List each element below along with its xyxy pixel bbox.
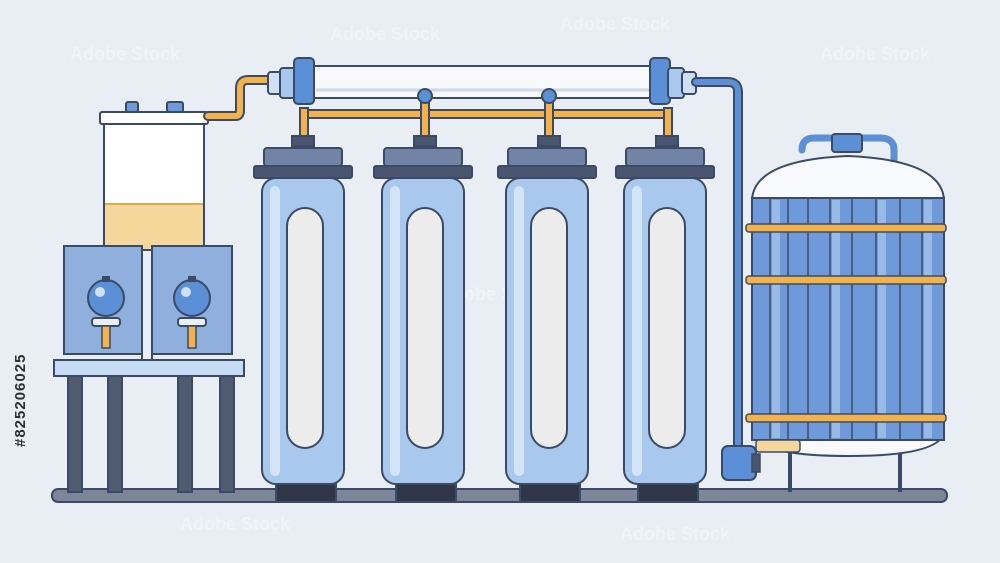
storage-tank: [745, 133, 947, 492]
filter-housing-4: [615, 147, 715, 503]
manifold-bar: [291, 88, 679, 147]
svg-text:Adobe Stock: Adobe Stock: [330, 24, 441, 44]
svg-text:Adobe Stock: Adobe Stock: [560, 14, 671, 34]
svg-text:Adobe Stock: Adobe Stock: [820, 44, 931, 64]
svg-text:Adobe Stock: Adobe Stock: [70, 44, 181, 64]
svg-text:Adobe Stock: Adobe Stock: [180, 514, 291, 534]
stock-id-label: #825206025: [12, 353, 29, 447]
membrane-pipe: [267, 57, 697, 105]
filter-housing-1: [253, 147, 353, 503]
svg-text:Adobe Stock: Adobe Stock: [620, 524, 731, 544]
filter-housing-3: [497, 147, 597, 503]
stand: [53, 359, 245, 493]
reservoir-tank: [99, 101, 209, 361]
pump-unit-right: [151, 245, 233, 355]
outlet-valve: [721, 445, 757, 481]
filter-housing-2: [373, 147, 473, 503]
pump-unit-left: [63, 245, 143, 355]
